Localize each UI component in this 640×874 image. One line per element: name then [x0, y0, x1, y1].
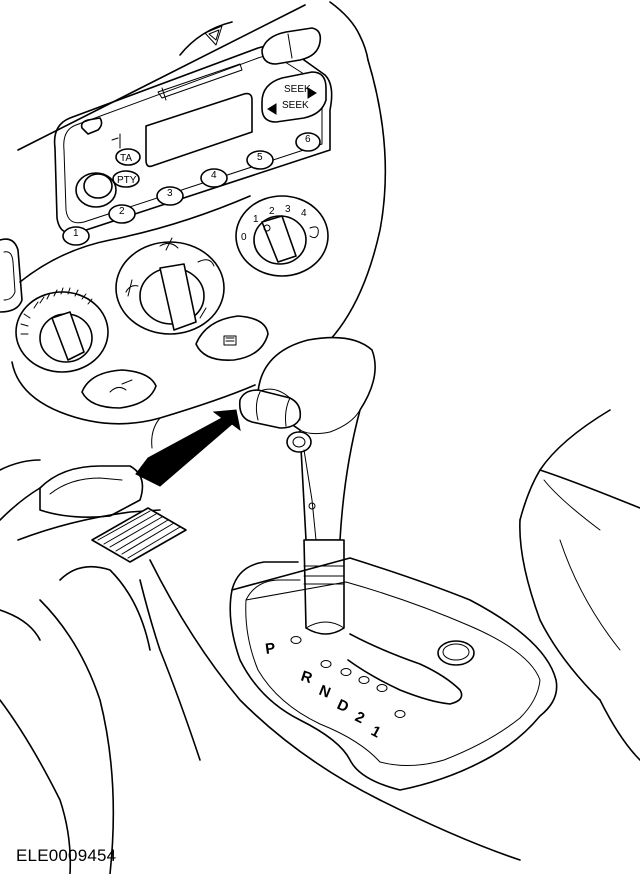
- fan-speed-knob[interactable]: 0 1 2 3 4: [235, 195, 329, 277]
- gear-label-1: 1: [368, 723, 383, 742]
- gear-label-n: N: [317, 682, 333, 702]
- drawing-reference-number: ELE0009454: [16, 846, 117, 865]
- seek-up-label: SEEK: [284, 84, 311, 95]
- preset-label-3: 3: [167, 188, 173, 199]
- recirculation-button[interactable]: [81, 369, 157, 409]
- dashboard-console: [0, 1, 387, 449]
- fan-label-0: 0: [241, 232, 247, 243]
- ta-button[interactable]: TA: [115, 148, 141, 166]
- radio-unit: TA PTY 1 2 3 4 5: [53, 27, 333, 246]
- gear-label-2: 2: [352, 708, 367, 727]
- preset-button-4[interactable]: 4: [200, 168, 228, 188]
- preset-label-1: 1: [73, 228, 79, 239]
- ta-label: TA: [120, 153, 132, 164]
- temperature-knob[interactable]: [15, 287, 109, 373]
- pty-label: PTY: [117, 175, 137, 186]
- floor-console: P R N D 2 1: [0, 465, 558, 874]
- preset-button-1[interactable]: 1: [62, 226, 90, 246]
- climate-controls: 0 1 2 3 4: [15, 195, 329, 409]
- gear-label-p: P: [264, 640, 276, 658]
- volume-knob[interactable]: [75, 172, 117, 208]
- gear-selector-lever[interactable]: [238, 336, 376, 635]
- preset-label-6: 6: [305, 134, 311, 145]
- fan-label-4: 4: [301, 208, 307, 219]
- gear-label-d: D: [334, 696, 351, 716]
- preset-label-5: 5: [257, 152, 263, 163]
- seek-down-label: SEEK: [282, 100, 309, 111]
- preset-button-6[interactable]: 6: [295, 132, 321, 152]
- preset-button-3[interactable]: 3: [156, 186, 184, 206]
- gear-detent-dots: [290, 636, 406, 718]
- rear-defrost-button[interactable]: [195, 315, 269, 361]
- seek-buttons[interactable]: SEEK SEEK: [261, 71, 327, 123]
- preset-button-2[interactable]: 2: [108, 204, 136, 224]
- lever-ring: [286, 431, 317, 541]
- gate-round-button[interactable]: [437, 640, 475, 666]
- preset-button-5[interactable]: 5: [246, 150, 274, 170]
- passenger-seat: [519, 409, 640, 761]
- pty-button[interactable]: PTY: [112, 170, 140, 188]
- console-vent-grille: [91, 507, 187, 563]
- shift-lock-override-button[interactable]: [238, 389, 302, 429]
- driver-side-trim: [0, 459, 72, 874]
- preset-label-4: 4: [211, 170, 217, 181]
- fan-label-3: 3: [285, 204, 291, 215]
- top-right-rocker-button[interactable]: [261, 27, 322, 65]
- air-distribution-knob[interactable]: [115, 237, 225, 335]
- preset-label-2: 2: [119, 206, 125, 217]
- fan-label-1: 1: [253, 214, 259, 225]
- fan-label-2: 2: [269, 206, 275, 217]
- pointer-arrow: [135, 409, 241, 487]
- gear-label-r: R: [299, 668, 315, 688]
